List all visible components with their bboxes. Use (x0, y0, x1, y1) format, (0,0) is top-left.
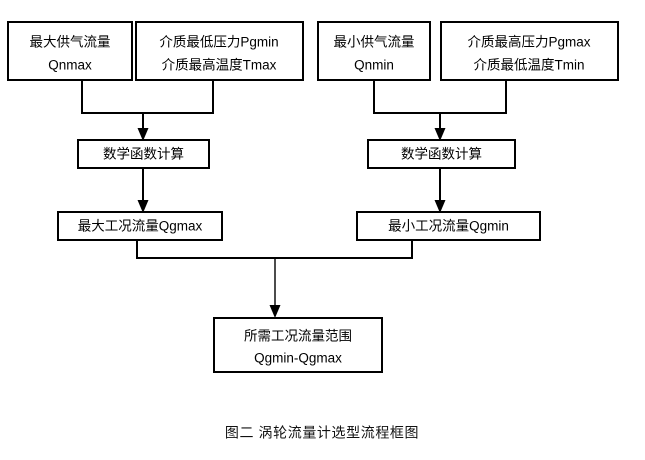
node-pgmin-tmax-line1: 介质最低压力Pgmin (159, 35, 278, 50)
node-result-rect (213, 317, 383, 373)
node-pgmin-tmax: 介质最低压力Pgmin 介质最高温度Tmax (135, 21, 304, 81)
node-calc-right-rect (367, 139, 516, 169)
node-qgmin-rect (356, 211, 541, 241)
node-qnmin-line2: Qnmin (354, 58, 394, 73)
node-qgmax-rect (57, 211, 223, 241)
node-result: 所需工况流量范围 Qgmin-Qgmax (213, 317, 383, 373)
node-qgmin: 最小工况流量Qgmin (356, 211, 541, 241)
node-pgmax-tmin: 介质最高压力Pgmax 介质最低温度Tmin (440, 21, 619, 81)
node-result-line2: Qgmin-Qgmax (254, 351, 342, 366)
node-qnmin-rect (317, 21, 431, 81)
node-calc-left: 数学函数计算 (77, 139, 210, 169)
node-pgmax-tmin-rect (440, 21, 619, 81)
node-qnmax: 最大供气流量 Qnmax (7, 21, 133, 81)
node-qnmax-line2: Qnmax (48, 58, 92, 73)
node-qnmax-rect (7, 21, 133, 81)
node-pgmax-tmin-line2: 介质最低温度Tmin (474, 58, 585, 73)
arrowhead-result (269, 305, 281, 318)
node-qnmin-line1: 最小供气流量 (334, 35, 415, 50)
node-calc-right-label: 数学函数计算 (401, 147, 482, 162)
edge-qnmax-to-calc-left (81, 80, 214, 114)
arrowhead-qgmin (434, 200, 446, 213)
node-qnmax-line1: 最大供气流量 (30, 35, 111, 50)
node-pgmin-tmax-rect (135, 21, 304, 81)
node-qgmax: 最大工况流量Qgmax (57, 211, 223, 241)
node-calc-left-rect (77, 139, 210, 169)
edge-qnmin-to-calc-right (373, 80, 507, 114)
arrowhead-calc-left (137, 128, 149, 141)
node-qgmin-label: 最小工况流量Qgmin (388, 219, 509, 234)
node-result-line1: 所需工况流量范围 (244, 329, 352, 344)
edge-qgmax-to-result (136, 240, 413, 259)
node-pgmin-tmax-line2: 介质最高温度Tmax (162, 57, 277, 73)
node-qgmax-label: 最大工况流量Qgmax (78, 219, 203, 234)
node-calc-right: 数学函数计算 (367, 139, 516, 169)
arrowhead-qgmax (137, 200, 149, 213)
figure-caption: 图二 涡轮流量计选型流程框图 (225, 425, 419, 441)
node-qnmin: 最小供气流量 Qnmin (317, 21, 431, 81)
arrowhead-calc-right (434, 128, 446, 141)
node-pgmax-tmin-line1: 介质最高压力Pgmax (467, 34, 590, 50)
connector-layer (81, 80, 507, 318)
node-calc-left-label: 数学函数计算 (103, 147, 184, 162)
